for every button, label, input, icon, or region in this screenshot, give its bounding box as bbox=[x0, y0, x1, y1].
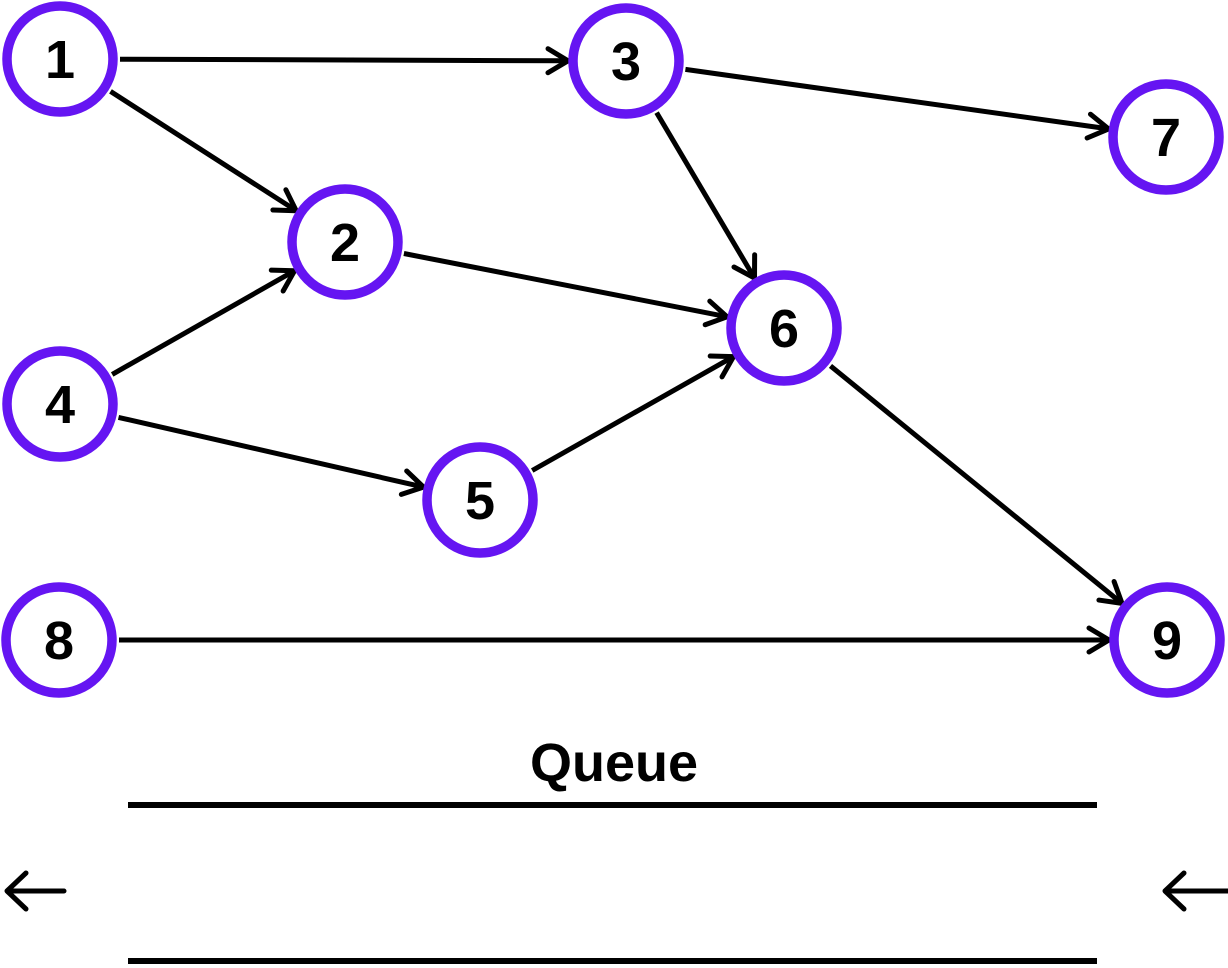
node-label: 7 bbox=[1151, 108, 1181, 168]
node-label: 4 bbox=[45, 375, 75, 435]
edge-2-6 bbox=[403, 251, 730, 328]
node-label: 9 bbox=[1152, 611, 1182, 671]
edge-3-6 bbox=[654, 111, 758, 281]
edge-6-9 bbox=[828, 363, 1125, 606]
node-circle bbox=[2, 1, 118, 117]
node-label: 1 bbox=[45, 30, 75, 90]
node-circle bbox=[1, 582, 117, 698]
node-label: 6 bbox=[769, 299, 799, 359]
node-circle bbox=[1109, 582, 1225, 698]
node-label: 8 bbox=[44, 611, 74, 671]
queue-title: Queue bbox=[529, 733, 699, 793]
node-7: 7 bbox=[1108, 79, 1224, 195]
edge-1-2 bbox=[109, 89, 299, 214]
node-label: 2 bbox=[330, 213, 360, 273]
node-9: 9 bbox=[1109, 582, 1225, 698]
dequeue-left-arrow-icon bbox=[4, 870, 67, 912]
node-8: 8 bbox=[1, 582, 117, 698]
queue-items bbox=[128, 828, 1097, 938]
node-1: 1 bbox=[2, 1, 118, 117]
edge-1-3 bbox=[119, 46, 571, 76]
node-label: 3 bbox=[611, 32, 641, 92]
edge-4-5 bbox=[117, 414, 426, 497]
node-circle bbox=[287, 184, 403, 300]
edge-4-2 bbox=[110, 267, 298, 377]
enqueue-left-arrow-icon bbox=[1162, 870, 1228, 912]
node-circle bbox=[568, 3, 684, 119]
node-circle bbox=[1108, 79, 1224, 195]
node-4: 4 bbox=[2, 346, 118, 462]
node-6: 6 bbox=[726, 270, 842, 386]
edge-3-7 bbox=[685, 66, 1112, 141]
node-circle bbox=[2, 346, 118, 462]
node-3: 3 bbox=[568, 3, 684, 119]
node-2: 2 bbox=[287, 184, 403, 300]
queue-top-line bbox=[128, 802, 1097, 808]
node-circle bbox=[422, 442, 538, 558]
node-label: 5 bbox=[465, 471, 495, 531]
queue-bottom-line bbox=[128, 958, 1097, 964]
node-5: 5 bbox=[422, 442, 538, 558]
node-circle bbox=[726, 270, 842, 386]
edge-5-6 bbox=[530, 353, 736, 473]
